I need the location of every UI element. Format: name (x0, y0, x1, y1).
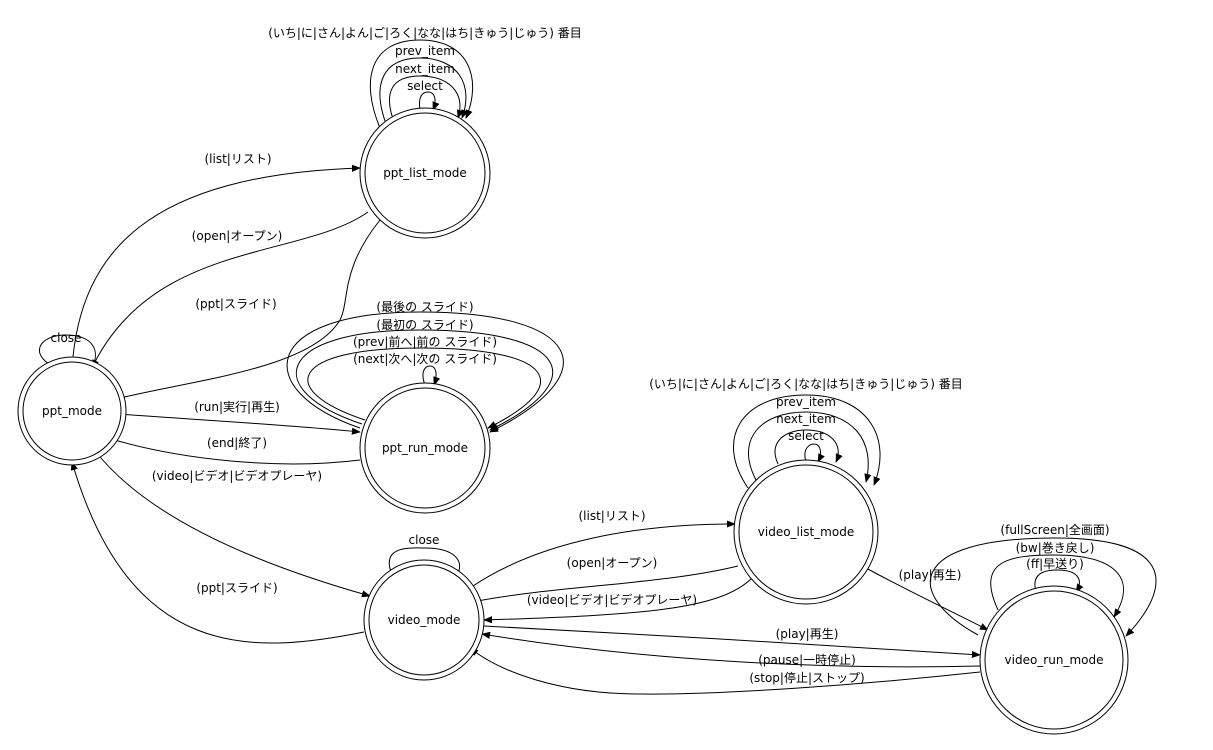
edge-run-first (295, 329, 554, 431)
edge-ppt-close (38, 334, 99, 371)
label-vlist-next: next_item (776, 412, 836, 426)
edge-vrun-fullscreen (929, 537, 1157, 637)
edge-video-pause (481, 631, 981, 668)
node-ppt-list-mode: ppt_list_mode (359, 107, 491, 239)
label-video-play: (play|再生) (776, 627, 839, 641)
edge-ppt-to-video (95, 451, 371, 598)
label-vlist-select: select (788, 429, 824, 443)
edge-vlist-number (733, 394, 881, 489)
edge-video-play (483, 625, 981, 659)
edge-vlist-next (774, 429, 843, 465)
edge-ppt-list-select (419, 91, 440, 111)
edge-video-stop (469, 647, 981, 695)
node-ppt-run-mode: ppt_run_mode (359, 382, 491, 514)
label-list-play: (play|再生) (899, 568, 962, 582)
label-ppt-video: (video|ビデオ|ビデオプレーヤ) (152, 468, 322, 483)
node-video-run-mode: video_run_mode (979, 585, 1129, 735)
label-ppt-run: (run|実行|再生) (194, 399, 280, 414)
label-video-ppt: (ppt|スライド) (196, 581, 277, 595)
label-ppt-slide: (ppt|スライド) (195, 297, 276, 311)
edge-video-to-ppt (70, 461, 365, 644)
node-label-ppt-list-mode: ppt_list_mode (383, 166, 467, 180)
edge-ppt-list-number (369, 39, 474, 129)
edge-list-open-to-video (471, 565, 739, 605)
edge-vlist-select (804, 443, 825, 463)
edge-vrun-bw (990, 554, 1124, 618)
label-ppt-list-prev: prev_item (395, 44, 455, 58)
edge-video-to-list (469, 520, 736, 589)
label-vlist-number: (いち|に|さん|よん|ご|ろく|なな|はち|きゅう|じゅう) 番目 (649, 376, 963, 391)
node-label-ppt-mode: ppt_mode (42, 404, 102, 418)
edge-video-close (388, 547, 463, 581)
node-video-mode: video_mode (363, 559, 485, 681)
edge-labels: (いち|に|さん|よん|ご|ろく|なな|はち|きゅう|じゅう) 番目 prev_… (51, 25, 1110, 685)
edge-run-last (286, 311, 564, 433)
edge-ppt-run (117, 413, 361, 435)
node-label-video-run-mode: video_run_mode (1005, 653, 1104, 667)
node-video-list-mode: video_list_mode (733, 459, 879, 605)
label-video-pause: (pause|一時停止) (758, 652, 856, 667)
label-video-list-video: (video|ビデオ|ビデオプレーヤ) (527, 592, 697, 607)
edge-vlist-prev (747, 411, 872, 483)
label-ppt-list-select: select (407, 79, 443, 93)
label-vrun-fullscreen: (fullScreen|全画面) (1000, 522, 1109, 537)
label-run-first: (最初の スライド) (376, 318, 473, 332)
edges (38, 39, 1157, 695)
label-ppt-list-number: (いち|に|さん|よん|ご|ろく|なな|はち|きゅう|じゅう) 番目 (268, 25, 582, 40)
label-video-stop: (stop|停止|ストップ) (749, 670, 864, 685)
edge-vrun-ff (1034, 569, 1084, 593)
label-run-last: (最後の スライド) (376, 300, 473, 314)
label-video-list-open: (open|オープン) (567, 556, 658, 570)
node-label-ppt-run-mode: ppt_run_mode (382, 441, 468, 455)
label-video-close: close (409, 533, 440, 547)
edge-ppt-list-next (389, 75, 464, 120)
edge-ppt-end (107, 436, 361, 465)
label-list-open: (open|オープン) (192, 229, 283, 243)
edge-list-open-to-ppt (89, 211, 369, 373)
label-vrun-bw: (bw|巻き戻し) (1016, 541, 1095, 555)
edge-list-play (865, 567, 989, 631)
edge-list-ppt-to-ppt (111, 219, 381, 402)
node-label-video-list-mode: video_list_mode (758, 525, 854, 539)
label-ppt-close: close (51, 331, 82, 345)
node-label-video-mode: video_mode (388, 613, 461, 627)
label-run-prev: (prev|前へ|前の スライド) (353, 334, 497, 349)
label-run-next: (next|次へ|次の スライド) (353, 352, 497, 366)
node-ppt-mode: ppt_mode (17, 356, 127, 466)
label-vlist-prev: prev_item (776, 395, 836, 409)
label-ppt-list-next: next_item (395, 62, 455, 76)
edge-run-prev (307, 347, 541, 429)
label-ppt-to-list: (list|リスト) (204, 152, 271, 166)
label-ppt-end: (end|終了) (207, 435, 267, 450)
edge-list-video-to-video (483, 577, 753, 624)
edge-ppt-to-list (71, 164, 361, 369)
edge-run-next (422, 365, 441, 386)
label-vrun-ff: (ff|早送り) (1026, 556, 1084, 571)
edge-ppt-list-prev (379, 57, 469, 125)
label-video-list: (list|リスト) (578, 509, 645, 523)
